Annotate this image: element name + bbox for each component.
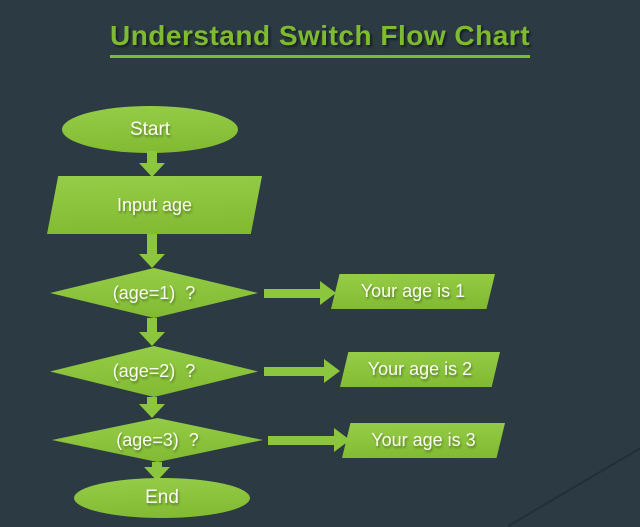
shape-label: Input age: [116, 194, 193, 215]
shape-label: (age=3) ?: [116, 429, 199, 450]
arrow-stem: [268, 436, 335, 445]
shape-label: Your age is 3: [371, 430, 476, 450]
shape-label: (age=2) ?: [112, 361, 196, 381]
arrow-head-icon: [320, 281, 336, 305]
decorative-diagonal-line: [508, 446, 640, 527]
arrow-stem: [147, 397, 157, 405]
arrow-stem: [147, 234, 157, 255]
input-parallelogram: Input age: [47, 176, 262, 234]
output-parallelogram-1: Your age is 1: [331, 274, 495, 309]
arrow-head-icon: [139, 163, 165, 177]
arrow-stem: [264, 289, 321, 298]
shape-label: End: [145, 487, 179, 508]
end-terminator: End: [74, 478, 250, 518]
output-parallelogram-3: Your age is 3: [342, 423, 505, 458]
decision-diamond-3: (age=3) ?: [52, 418, 263, 462]
arrow-input-to-decision1: [139, 234, 165, 268]
title-row: Understand Switch Flow Chart: [0, 20, 640, 58]
arrow-stem: [147, 151, 157, 164]
arrow-decision3-to-output3: [268, 428, 350, 452]
arrow-stem: [264, 367, 325, 376]
shape-label: Your age is 1: [360, 281, 466, 301]
shape-label: Your age is 2: [367, 359, 473, 379]
page-title: Understand Switch Flow Chart: [109, 20, 531, 58]
arrow-start-to-input: [139, 151, 165, 177]
arrow-head-icon: [139, 332, 165, 346]
arrow-decision3-to-end: [144, 462, 170, 481]
arrow-head-icon: [139, 404, 165, 418]
decision-diamond-1: (age=1) ?: [50, 268, 258, 318]
start-terminator: Start: [62, 106, 238, 153]
arrow-head-icon: [144, 467, 170, 481]
decision-diamond-2: (age=2) ?: [50, 346, 258, 397]
arrow-decision1-to-decision2: [139, 318, 165, 346]
arrow-decision2-to-decision3: [139, 397, 165, 418]
arrow-decision1-to-output1: [264, 281, 336, 305]
arrow-stem: [147, 318, 157, 333]
arrow-head-icon: [324, 359, 340, 383]
shape-label: (age=1) ?: [112, 282, 196, 303]
output-parallelogram-2: Your age is 2: [340, 352, 500, 387]
arrow-head-icon: [139, 254, 165, 268]
arrow-decision2-to-output2: [264, 359, 340, 383]
shape-label: Start: [129, 118, 171, 140]
arrow-stem: [152, 462, 162, 468]
